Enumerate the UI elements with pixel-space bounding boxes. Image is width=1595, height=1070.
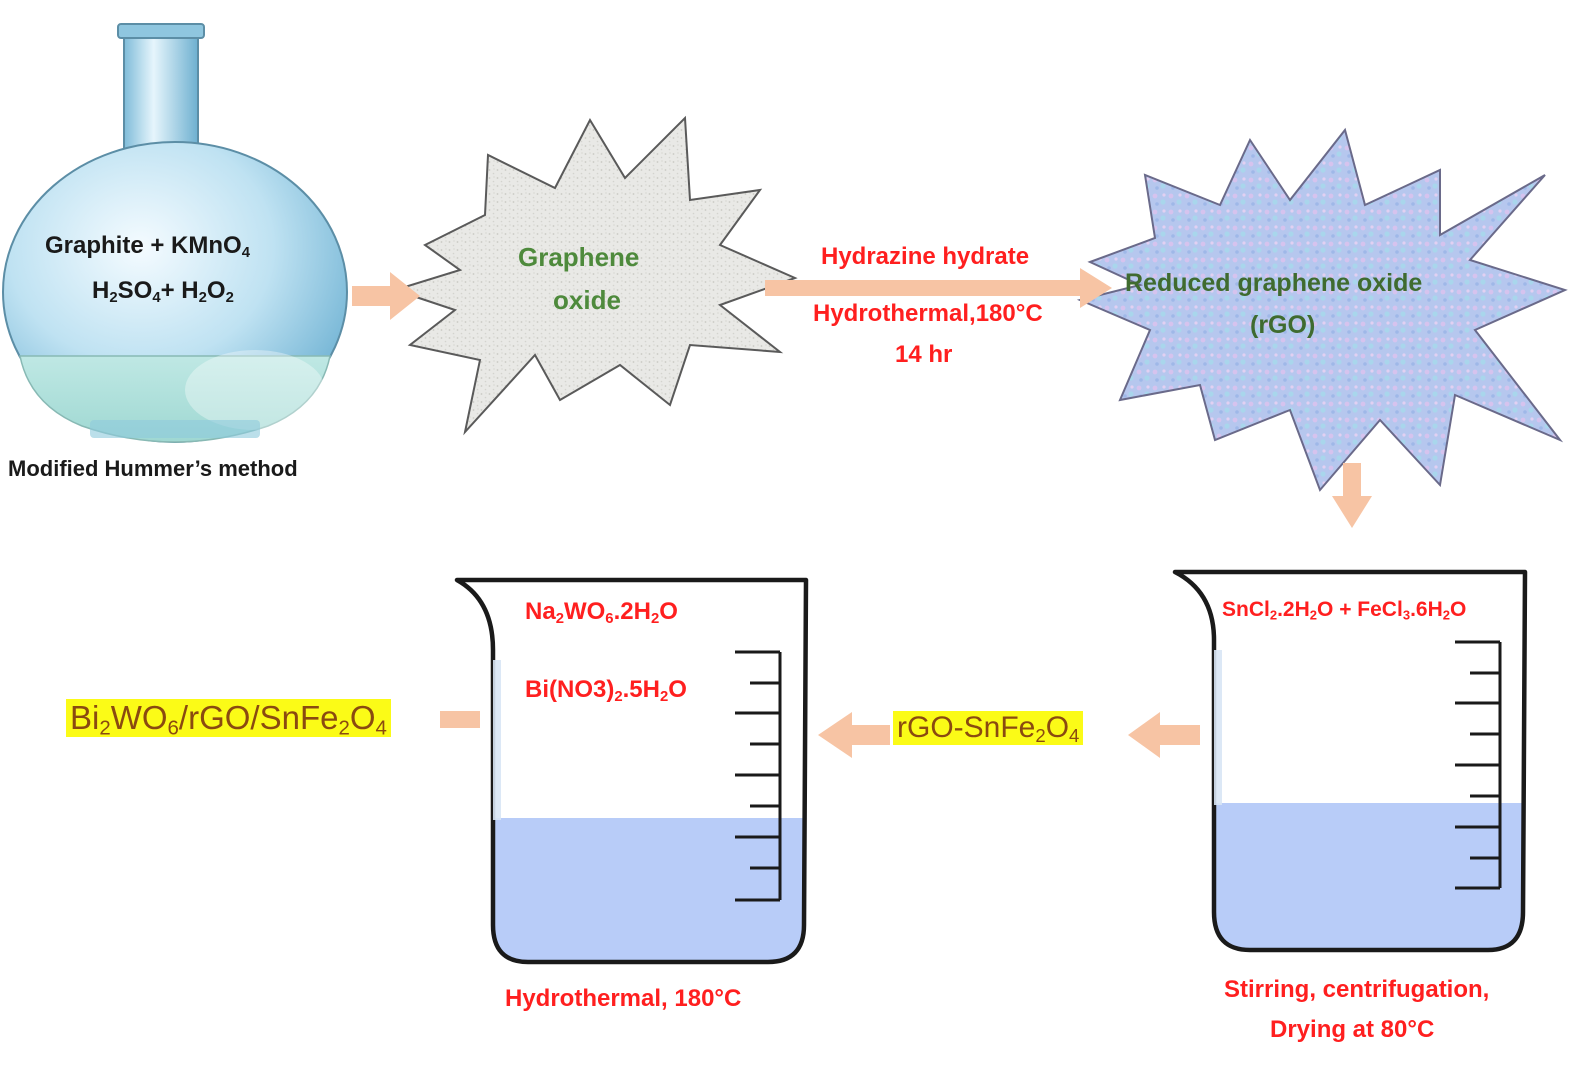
graphene-oxide-starburst [391,115,798,436]
round-bottom-flask-icon [2,23,348,443]
flask-reagents-line2: H2SO4+ H2O2 [92,277,234,307]
left-beaker-reagent1: Na2WO6.2H2O [525,598,678,628]
final-product-label: Bi2WO6/rGO/SnFe2O4 [66,699,391,738]
right-beaker-reagents: SnCl2.2H2O + FeCl3.6H2O [1222,598,1467,623]
arrow-flask-to-go [352,272,420,320]
rgo-line2: (rGO) [1250,311,1316,339]
left-beaker-condition: Hydrothermal, 180°C [505,985,742,1012]
arrow-rgo-down [1332,463,1372,528]
graphene-oxide-line2: oxide [553,285,621,315]
rgo-starburst [1076,127,1568,492]
right-beaker-scale [1455,640,1502,890]
right-beaker-icon [1172,569,1528,953]
arrow-right-beaker-to-intermediate [1128,712,1200,758]
left-beaker-reagent2: Bi(NO3)2.5H2O [525,676,687,706]
graphene-oxide-line1: Graphene [518,242,640,272]
arrow-left-beaker-to-product [440,711,480,728]
right-beaker-conditions-line2: Drying at 80°C [1270,1016,1435,1043]
flask-reagents-line1: Graphite + KMnO4 [45,232,250,262]
reduction-condition: Hydrothermal,180°C [813,300,1043,327]
left-beaker-scale [735,650,782,902]
right-beaker-conditions-line1: Stirring, centrifugation, [1224,976,1490,1003]
intermediate-label: rGO-SnFe2O4 [893,711,1084,745]
arrow-intermediate-to-left-beaker [818,712,890,758]
reduction-time: 14 hr [895,341,953,368]
arrow-go-to-rgo [765,268,1112,308]
left-beaker-icon [454,577,809,965]
reduction-reagent: Hydrazine hydrate [821,243,1030,270]
rgo-line1: Reduced graphene oxide [1125,269,1423,297]
flask-caption: Modified Hummer’s method [8,456,298,481]
